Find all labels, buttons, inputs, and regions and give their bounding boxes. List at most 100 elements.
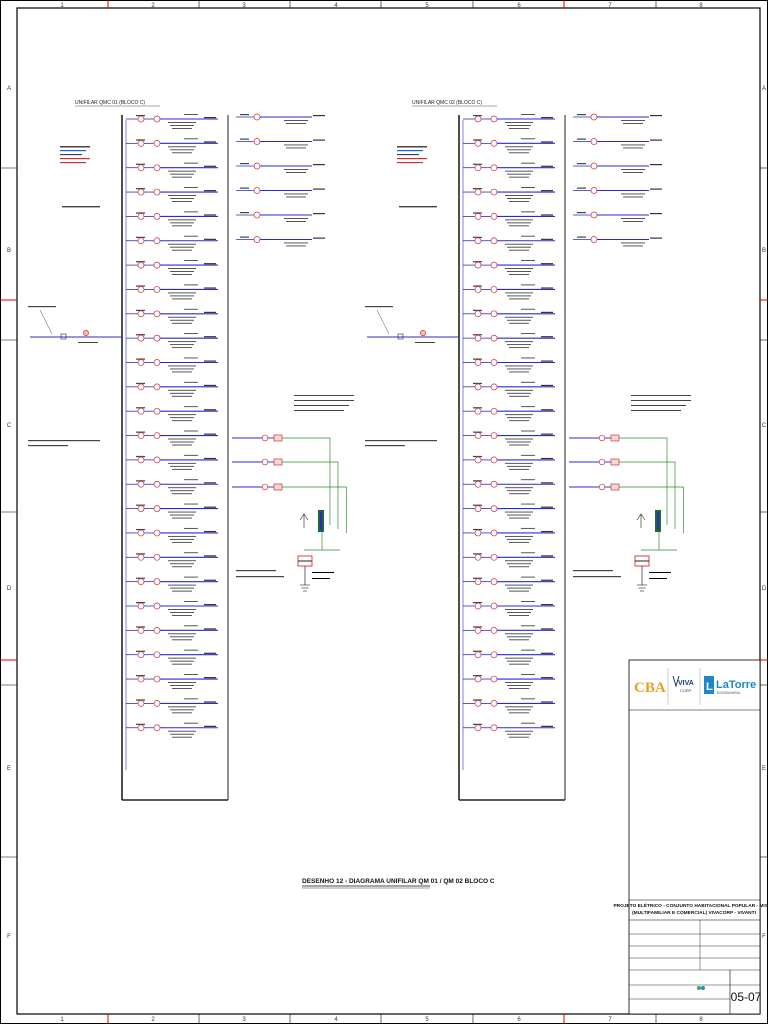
circuit-row <box>126 235 218 251</box>
breaker-symbol <box>137 359 145 366</box>
breaker-symbol <box>474 456 482 464</box>
circuit-row <box>126 211 218 227</box>
breaker-symbol <box>253 211 261 219</box>
breaker-symbol <box>137 602 145 610</box>
breaker-symbol <box>137 529 145 537</box>
circuit-row <box>126 138 218 154</box>
column-label: 1 <box>60 3 64 9</box>
meter-symbol <box>273 434 283 442</box>
dr-symbol <box>153 188 161 196</box>
breaker-symbol <box>474 626 482 634</box>
breaker-symbol <box>474 407 482 415</box>
breaker-symbol <box>474 432 482 439</box>
dr-symbol <box>153 115 161 123</box>
circuit-row <box>463 430 555 446</box>
dr-symbol <box>153 480 161 488</box>
dr-symbol <box>490 115 498 123</box>
circuit-row <box>463 284 555 300</box>
dr-symbol <box>490 164 498 172</box>
circuit-row <box>463 162 555 178</box>
breaker-symbol <box>474 334 482 342</box>
breaker-symbol <box>474 602 482 610</box>
breaker-symbol <box>137 553 145 561</box>
breaker-symbol <box>474 286 482 293</box>
row-label: B <box>7 248 11 254</box>
circuit-row <box>463 235 555 251</box>
circuit-row <box>126 674 218 689</box>
breaker-symbol <box>137 334 145 342</box>
dr-symbol <box>490 529 498 537</box>
row-label: E <box>762 766 766 772</box>
breaker-symbol <box>137 188 145 196</box>
circuit-row <box>126 357 218 373</box>
dr-symbol <box>490 602 498 610</box>
circuit-row <box>126 722 218 738</box>
breaker-symbol <box>590 113 598 121</box>
dr-symbol <box>153 553 161 561</box>
circuit-row <box>463 698 555 714</box>
dr-symbol <box>153 505 161 512</box>
breaker-symbol <box>137 724 145 732</box>
dr-symbol <box>490 213 498 220</box>
breaker-symbol <box>590 187 598 194</box>
dr-symbol <box>153 602 161 610</box>
breaker-symbol <box>474 553 482 561</box>
dr-symbol <box>153 675 161 683</box>
dr-symbol <box>153 359 161 366</box>
dr-symbol <box>153 334 161 342</box>
dr-symbol <box>153 164 161 172</box>
circuit-row <box>126 527 218 543</box>
circuit-row <box>126 260 218 275</box>
dr-symbol <box>153 407 161 415</box>
breaker-symbol <box>474 700 482 707</box>
dr-symbol <box>490 675 498 683</box>
circuit-row <box>463 381 555 397</box>
dr-symbol <box>153 383 161 391</box>
circuit-row-extra <box>573 162 662 173</box>
dr-symbol <box>490 578 498 586</box>
project-title-line-1: PROJETO ELÉTRICO - CONJUNTO HABITACIONAL… <box>613 901 768 909</box>
column-label: 5 <box>425 1017 429 1023</box>
circuit-row <box>126 187 218 202</box>
breaker-symbol <box>137 626 145 634</box>
meter-symbol <box>610 483 620 491</box>
latorre-logo-mark <box>704 676 714 694</box>
circuit-row <box>463 527 555 543</box>
circuit-row-extra <box>236 162 325 173</box>
circuit-row-extra <box>573 211 662 222</box>
circuit-row <box>126 479 218 495</box>
breaker-symbol <box>474 480 482 488</box>
viva-logo-sub: CORP <box>680 688 692 693</box>
dr-symbol <box>490 383 498 391</box>
dr-symbol <box>153 456 161 464</box>
breaker-symbol <box>474 651 482 659</box>
circuit-row-extra <box>236 138 325 149</box>
breaker-symbol <box>253 236 261 243</box>
column-label: 4 <box>334 1017 338 1023</box>
breaker-symbol <box>590 236 598 243</box>
dr-symbol <box>490 432 498 439</box>
circuit-row <box>463 576 555 592</box>
circuit-row <box>126 406 218 422</box>
breaker-symbol <box>137 456 145 464</box>
drawing-caption-text: DESENHO 12 - DIAGRAMA UNIFILAR QM 01 / Q… <box>302 878 495 885</box>
circuit-row <box>463 552 555 568</box>
breaker-symbol <box>474 675 482 683</box>
viva-logo: VIVA <box>678 680 694 687</box>
circuit-row <box>126 284 218 300</box>
column-label: 1 <box>60 1017 64 1023</box>
meter-symbol <box>610 458 620 466</box>
breaker-symbol <box>474 140 482 147</box>
circuit-row <box>126 625 218 641</box>
drawing-caption: DESENHO 12 - DIAGRAMA UNIFILAR QM 01 / Q… <box>302 878 495 889</box>
breaker-symbol <box>137 237 145 245</box>
circuit-row <box>463 357 555 373</box>
breaker-symbol <box>137 383 145 391</box>
circuit-row <box>463 260 555 275</box>
diagram-title: UNIFILAR QMC 02 (BLOCO C) <box>412 100 482 106</box>
breaker-symbol <box>474 237 482 245</box>
meter-symbol <box>273 483 283 491</box>
dr-symbol <box>490 261 498 269</box>
circuit-row-extra <box>236 236 325 247</box>
